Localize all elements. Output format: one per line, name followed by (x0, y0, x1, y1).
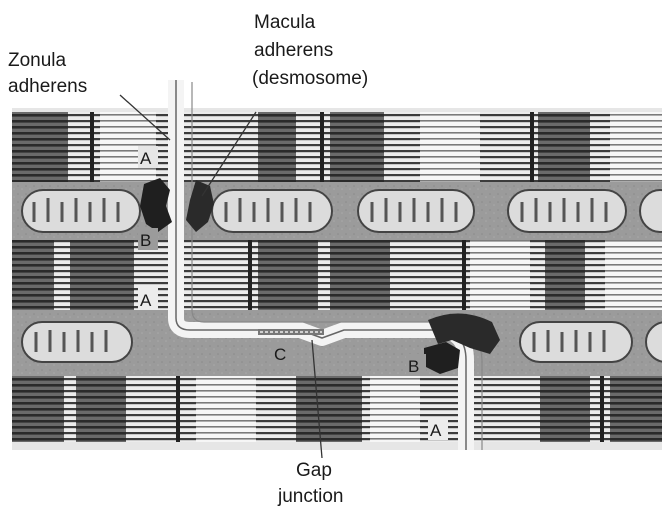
label-a-bottom: A (430, 421, 442, 440)
tissue-block (12, 108, 662, 450)
mitochondrion (520, 322, 632, 362)
mitochondrion (212, 190, 332, 232)
gap-junction-label-line1: Gap (296, 460, 332, 481)
macula-adherens-label-line3: (desmosome) (252, 68, 368, 89)
zonula-adherens-label-line2: adherens (8, 76, 87, 97)
label-b-top: B (140, 231, 151, 250)
cytoplasm-strip-top (12, 182, 662, 240)
myofibril-band-bottom (12, 376, 662, 442)
label-b-right: B (408, 357, 419, 376)
myofibril-band-middle (12, 240, 662, 310)
macula-adherens-label-line2: adherens (254, 40, 333, 61)
gap-junction-structure (258, 329, 324, 335)
cytoplasm-strip-bottom (12, 310, 662, 376)
label-a-middle: A (140, 291, 152, 310)
gap-junction-label-line2: junction (277, 486, 344, 507)
mitochondrion (22, 190, 140, 232)
myofibril-band-top (12, 112, 662, 182)
mitochondrion (358, 190, 474, 232)
mitochondrion (22, 322, 132, 362)
label-c-middle: C (274, 345, 286, 364)
mitochondrion (508, 190, 626, 232)
zonula-adherens-label-line1: Zonula (8, 50, 67, 71)
macula-adherens-label-line1: Macula (254, 12, 316, 33)
label-a-top: A (140, 149, 152, 168)
